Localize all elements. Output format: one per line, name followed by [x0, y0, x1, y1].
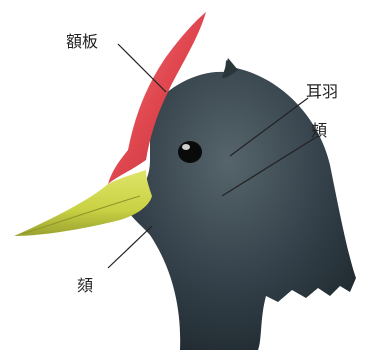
ear-coverts-leader	[229, 97, 309, 157]
eye	[178, 141, 202, 163]
frontal-plate	[108, 12, 206, 184]
crest-tuft	[222, 58, 238, 78]
ear-coverts-label: 耳羽	[306, 82, 339, 101]
frontal-plate-leader	[117, 43, 167, 93]
cheek-label: 頬	[311, 121, 328, 140]
beak	[14, 170, 152, 236]
head-shape	[125, 60, 356, 350]
cheek-leader	[221, 135, 319, 197]
chin-leader	[107, 225, 153, 269]
chin-label: 頦	[77, 276, 94, 295]
frontal-plate-label: 額板	[66, 32, 99, 51]
